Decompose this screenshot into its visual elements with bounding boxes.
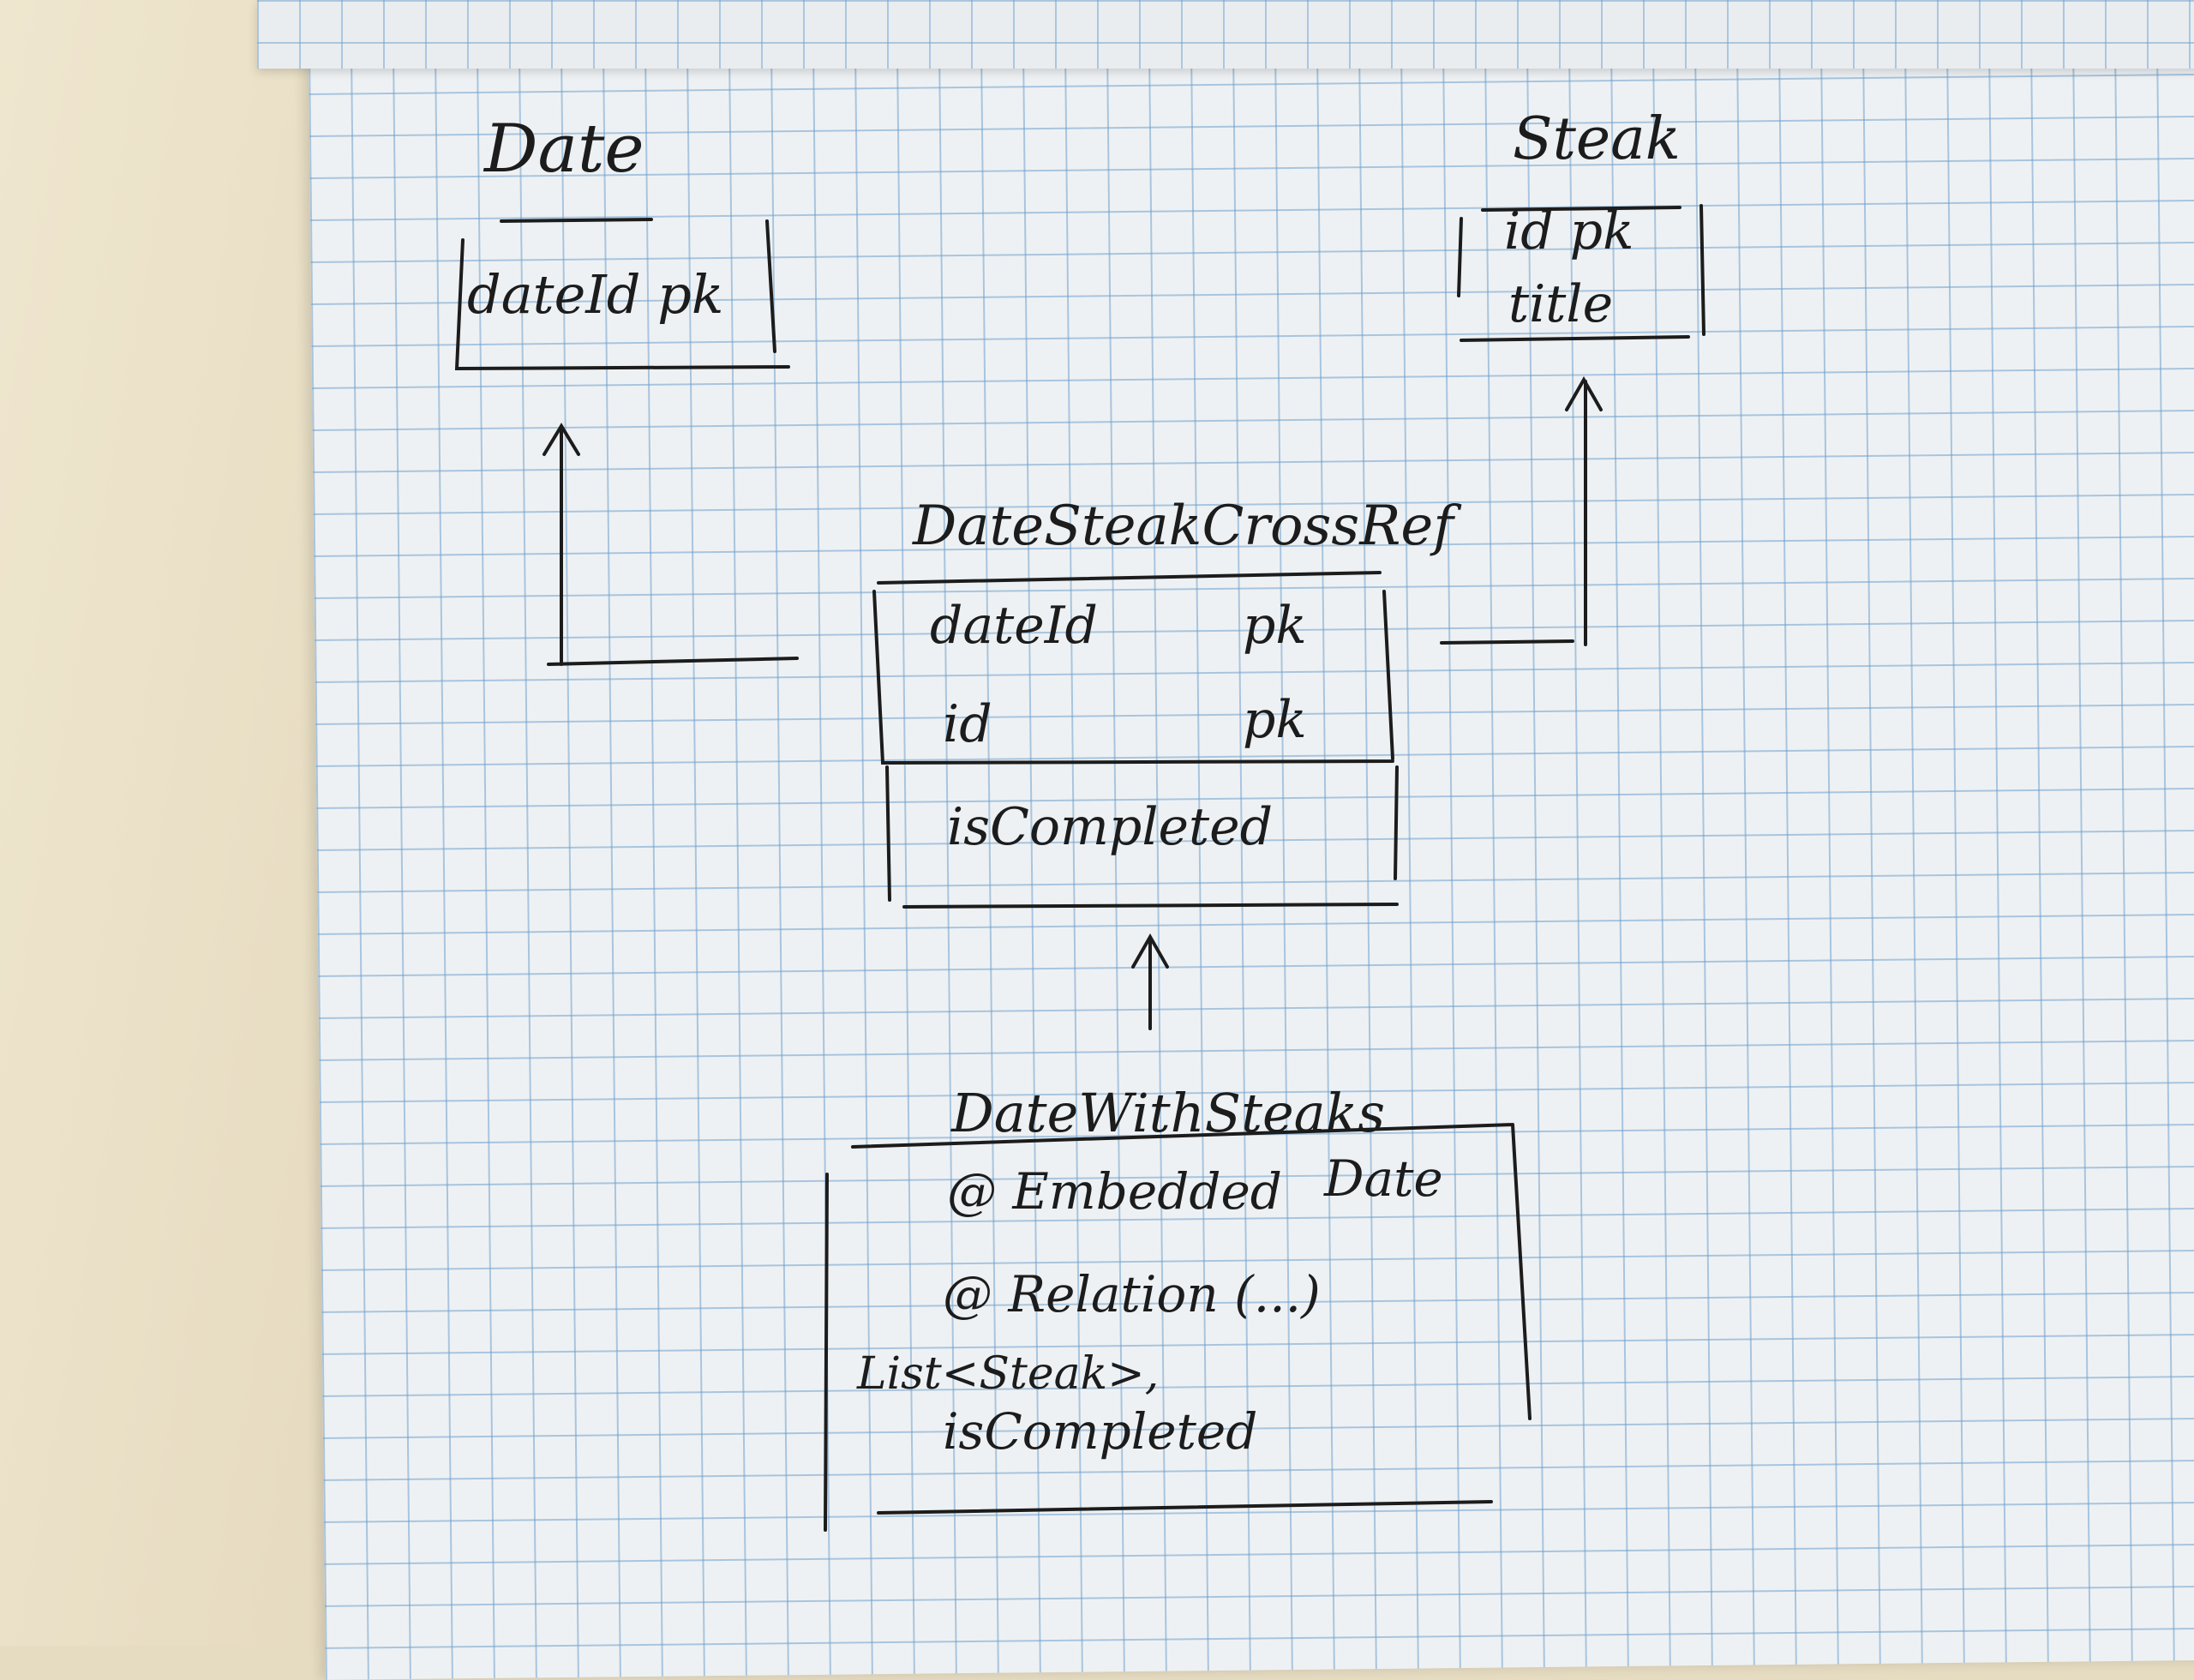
dws-line-embedded: @ Embedded: [947, 1162, 1282, 1221]
entity-steak-box: [1457, 204, 1705, 342]
entity-steak-field-id: id pk: [1504, 201, 1634, 261]
entity-date-with-steaks-box: [824, 1123, 1532, 1532]
entity-steak-title: Steak: [1513, 105, 1681, 173]
cross-ref-field-id: id: [943, 694, 992, 754]
dws-line-date: Date: [1323, 1149, 1443, 1208]
entity-date-field: dateId pk: [467, 263, 723, 326]
entity-cross-ref: DateSteakCrossRef dateId pk id pk isComp…: [872, 495, 1462, 909]
entity-date-title: Date: [483, 111, 644, 188]
entity-date-with-steaks: DateWithSteaks @ Embedded Date @ Relatio…: [824, 1082, 1532, 1532]
entity-date-box: [454, 218, 790, 371]
arrow-datewithsteaks-to-crossref: [1131, 933, 1169, 1030]
dws-line-iscompleted: isCompleted: [943, 1402, 1257, 1461]
cross-ref-field-dateid: dateId: [930, 596, 1098, 656]
entity-date-with-steaks-title: DateWithSteaks: [950, 1082, 1385, 1144]
dws-line-list-steak: List<Steak>,: [856, 1348, 1159, 1400]
entity-cross-ref-box: [872, 571, 1399, 909]
arrow-crossref-to-date: [543, 423, 799, 666]
dws-line-relation: @ Relation (...): [943, 1265, 1321, 1323]
arrow-crossref-to-steak: [1440, 375, 1603, 646]
entity-cross-ref-title: DateSteakCrossRef: [912, 495, 1462, 558]
grid-paper-top-page: [257, 0, 2194, 69]
entity-steak-field-title: title: [1508, 274, 1613, 334]
er-diagram: Date dateId pk Steak id pk title DateSte…: [454, 105, 1705, 1532]
entity-date: Date dateId pk: [454, 111, 790, 371]
cross-ref-field-id-tag: pk: [1243, 690, 1307, 750]
entity-steak: Steak id pk title: [1457, 105, 1705, 342]
cross-ref-field-dateid-tag: pk: [1243, 596, 1307, 656]
cross-ref-field-iscompleted: isCompleted: [947, 797, 1273, 857]
